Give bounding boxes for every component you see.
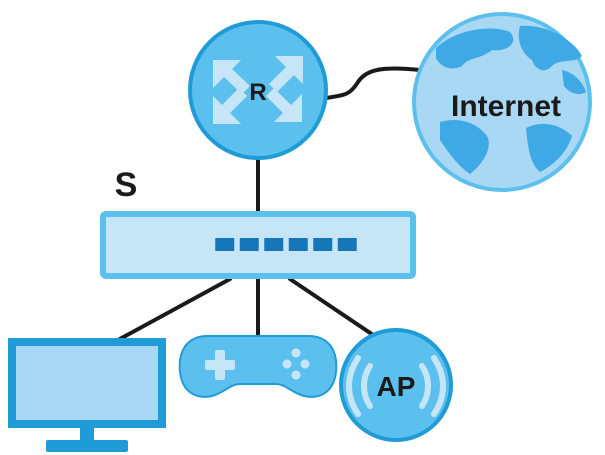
switch-computer-link [116,277,232,342]
switch-port [337,238,357,251]
router-label: R [249,79,266,106]
switch-label: S [115,166,138,204]
wifi-waves-icon [346,355,446,417]
switch-port [264,238,284,251]
computer-node [8,338,166,452]
monitor-icon [8,338,166,452]
internet-node: Internet [412,12,592,192]
router-node: R [188,20,328,160]
globe-continents [436,25,586,174]
router-arrows-icon [213,56,303,124]
switch-port [288,238,308,251]
internet-label: Internet [451,90,561,123]
access-point-node: AP [339,328,453,442]
access-point-icon [339,328,453,442]
access-point-label: AP [377,371,416,402]
switch-node [100,211,416,279]
gamepad-icon [178,335,338,398]
dpad-plus-icon [205,350,235,380]
action-buttons-icon [282,348,310,380]
switch-ports [215,238,357,251]
game-console-node [178,335,338,398]
switch-port [239,238,259,251]
switch-port [215,238,235,251]
router-internet-link [324,66,422,100]
switch-port [313,238,333,251]
